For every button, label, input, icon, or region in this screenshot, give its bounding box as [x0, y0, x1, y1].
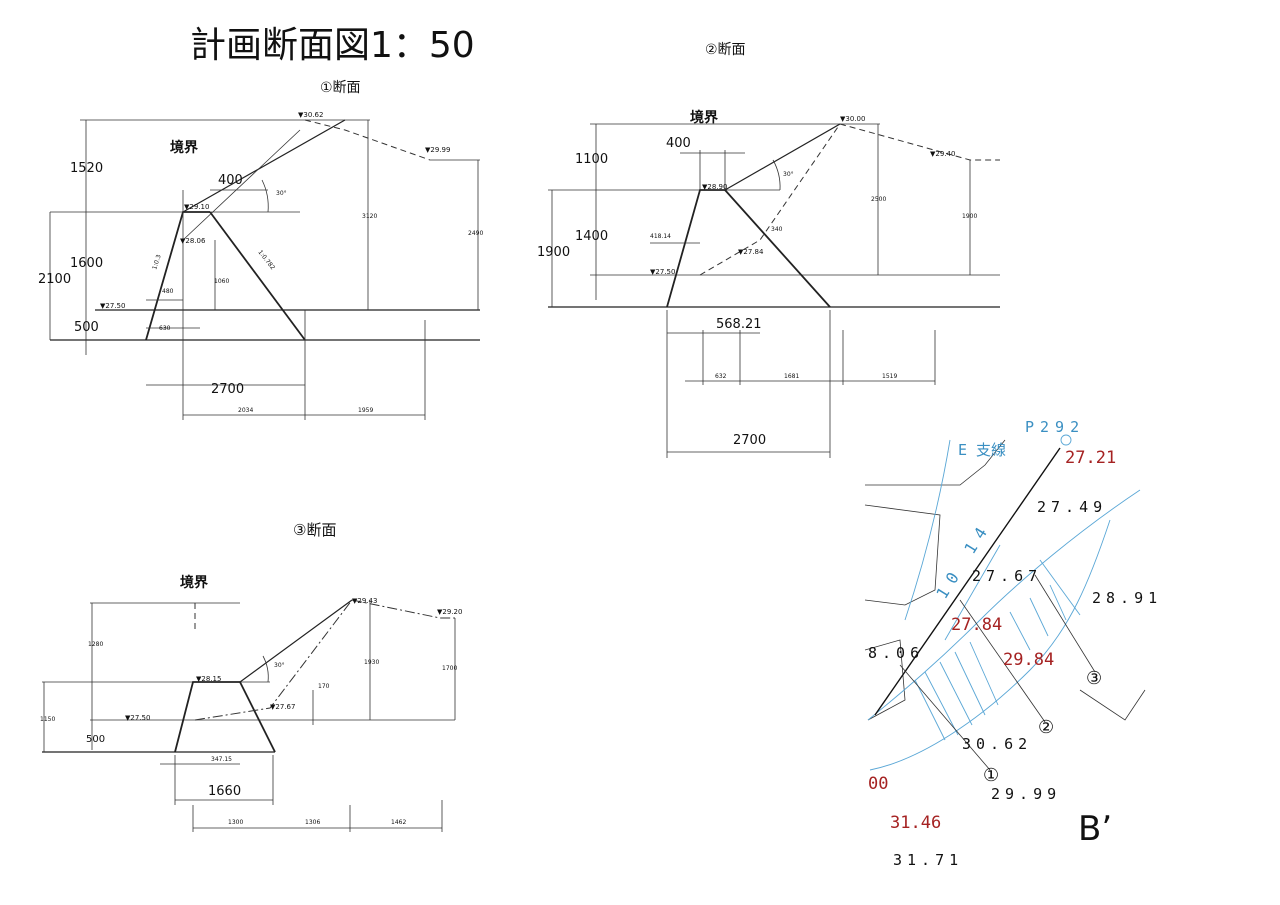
- section-2-label: ②断面: [705, 42, 746, 58]
- section-1-boundary-label: 境界: [170, 139, 199, 156]
- section-3: ③断面 境界 ▼29.43 ▼29.20 ▼28.15 ▼27.67 ▼27.: [40, 521, 462, 832]
- s1-dim-2490: 2490: [468, 230, 483, 237]
- s3-dim-1280: 1280: [88, 641, 103, 648]
- s1-level-1: ▼30.62: [298, 111, 323, 119]
- s2-level-2: ▼29.40: [930, 150, 955, 158]
- section-1: ①断面 境界 ▼30.62 ▼29.99: [38, 80, 483, 420]
- s2-angle: 30°: [783, 171, 794, 178]
- map-marker-3: ③: [1086, 668, 1102, 689]
- section-3-label: ③断面: [293, 521, 336, 539]
- s3-level-2: ▼29.20: [437, 608, 462, 616]
- s2-dim-1900: 1900: [537, 245, 570, 260]
- s1-dim-3120: 3120: [362, 213, 377, 220]
- section-2-boundary-label: 境界: [690, 109, 719, 126]
- map-marker-2: ②: [1038, 717, 1054, 738]
- s1-slope-2: 1:0.782: [256, 249, 276, 272]
- s2-dim-1681: 1681: [784, 373, 799, 380]
- s3-dim-1462: 1462: [391, 819, 406, 826]
- map-black-1: 27.49: [1037, 498, 1107, 516]
- s2-dim-1900b: 1900: [962, 213, 977, 220]
- sheet-title: 計画断面図1：50: [190, 25, 475, 66]
- s2-dim-1519: 1519: [882, 373, 897, 380]
- s2-dim-632: 632: [715, 373, 727, 380]
- map-red-4: 31.46: [890, 813, 941, 833]
- s1-dim-1520: 1520: [70, 161, 103, 176]
- s2-dim-1100: 1100: [575, 152, 608, 167]
- s3-dim-1700: 1700: [442, 665, 457, 672]
- s2-level-5: ▼27.50: [650, 268, 675, 276]
- s1-angle: 30°: [276, 190, 287, 197]
- s2-dim-568: 568.21: [716, 317, 762, 332]
- map-black-4: 8.06: [868, 644, 924, 662]
- s1-level-5: ▼27.50: [100, 302, 125, 310]
- section-2: ②断面 境界 ▼30.00 ▼29.40: [537, 42, 1000, 458]
- s1-dim-1600: 1600: [70, 256, 103, 271]
- map-excerpt: P292 E 支線 10 14 27.21 27.84 29.84 31.46 …: [864, 418, 1162, 869]
- s3-dim-500: 500: [86, 734, 105, 745]
- s3-dim-1306: 1306: [305, 819, 320, 826]
- s2-dim-1400: 1400: [575, 229, 608, 244]
- s3-dim-1930: 1930: [364, 659, 379, 666]
- s2-level-1: ▼30.00: [840, 115, 865, 123]
- s2-level-3: ▼28.90: [702, 183, 727, 191]
- s1-dim-500: 500: [74, 320, 99, 335]
- map-black-6: 29.99: [991, 785, 1061, 803]
- map-red-1: 27.21: [1065, 448, 1116, 468]
- section-1-label: ①断面: [320, 80, 361, 96]
- s1-level-2: ▼29.99: [425, 146, 450, 154]
- s2-dim-400: 400: [666, 136, 691, 151]
- s1-level-4: ▼28.06: [180, 237, 206, 245]
- s3-level-4: ▼27.67: [270, 703, 295, 711]
- s1-dim-630: 630: [159, 325, 171, 332]
- map-marker-1: ①: [983, 765, 999, 786]
- s3-dim-1300: 1300: [228, 819, 243, 826]
- s1-dim-2034: 2034: [238, 407, 253, 414]
- s3-level-3: ▼28.15: [196, 675, 221, 683]
- s1-dim-1060: 1060: [214, 278, 229, 285]
- s3-level-1: ▼29.43: [352, 597, 377, 605]
- map-label-p292: P292: [1025, 418, 1085, 436]
- s1-dim-1959: 1959: [358, 407, 373, 414]
- s1-slope-1: 1:0.3: [151, 254, 162, 271]
- s3-dim-1150: 1150: [40, 716, 55, 723]
- s3-dim-347: 347.15: [211, 756, 232, 763]
- s2-dim-340: 340: [771, 226, 783, 233]
- s3-level-5: ▼27.50: [125, 714, 150, 722]
- map-red-5: 00: [868, 774, 888, 794]
- s1-level-3: ▼29.10: [184, 203, 209, 211]
- s1-dim-400: 400: [218, 173, 243, 188]
- s3-angle: 30°: [274, 662, 285, 669]
- map-black-2: 27.67: [972, 567, 1042, 585]
- s2-dim-2500: 2500: [871, 196, 886, 203]
- map-black-3: 28.91: [1092, 589, 1162, 607]
- map-corner-label: B’: [1078, 809, 1112, 849]
- s3-dim-1660: 1660: [208, 784, 241, 799]
- map-red-2: 27.84: [951, 615, 1002, 635]
- s2-dim-2700: 2700: [733, 433, 766, 448]
- s1-dim-2700: 2700: [211, 382, 244, 397]
- map-red-3: 29.84: [1003, 650, 1054, 670]
- s1-dim-480: 480: [162, 288, 174, 295]
- section-3-boundary-label: 境界: [180, 574, 209, 591]
- s3-dim-170: 170: [318, 683, 330, 690]
- map-label-e-branch: E 支線: [958, 441, 1006, 459]
- map-black-5: 30.62: [962, 735, 1032, 753]
- s1-dim-2100: 2100: [38, 272, 71, 287]
- s2-dim-418: 418.14: [650, 233, 671, 240]
- map-black-7: 31.71: [893, 851, 963, 869]
- s2-level-4: ▼27.84: [738, 248, 764, 256]
- map-label-1014: 10 14: [932, 517, 995, 602]
